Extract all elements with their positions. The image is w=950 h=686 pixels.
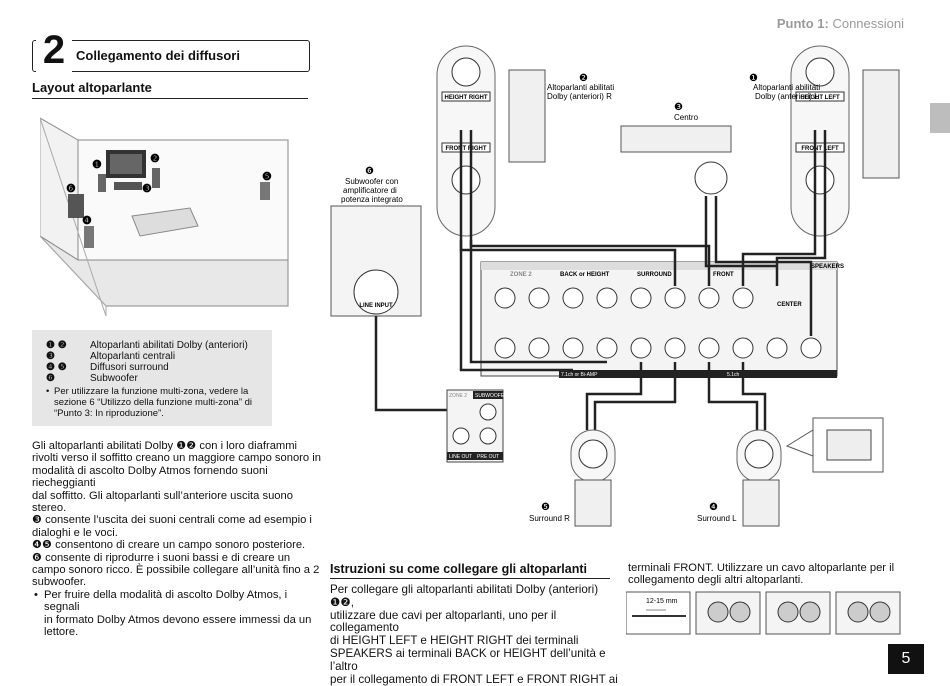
divider	[330, 578, 610, 579]
marker-6: ❻	[365, 166, 374, 177]
label-7-1ch: 7.1ch or Bi-AMP	[561, 372, 598, 378]
legend-note: • Per utilizzare la funzione multi-zona,…	[46, 386, 253, 419]
legend-nums: ❸	[46, 351, 55, 362]
label-6a: Subwoofer con	[345, 177, 398, 186]
label-speakers: SPEAKERS	[811, 264, 844, 270]
page-number: 5	[888, 644, 924, 674]
instructions-col2: terminali FRONT. Utilizzare un cavo alto…	[628, 562, 895, 587]
label-2: Altoparlanti abilitati	[547, 83, 614, 92]
legend-label: Altoparlanti centrali	[90, 351, 176, 362]
header-title: Connessioni	[832, 16, 904, 31]
label-6c: potenza integrato	[341, 195, 403, 204]
label-zone2-sub: ZONE 2	[449, 393, 467, 399]
marker-5: ❺	[541, 502, 550, 513]
legend-box: ❶ ❷ Altoparlanti abilitati Dolby (anteri…	[32, 330, 272, 426]
legend-row: ❸ Altoparlanti centrali	[46, 351, 175, 362]
room-marker-6: ❻	[66, 183, 76, 195]
legend-row: ❶ ❷ Altoparlanti abilitati Dolby (anteri…	[46, 340, 248, 351]
label-subwoofer: SUBWOOFER	[475, 393, 508, 399]
marker-2: ❷	[579, 73, 588, 84]
marker-4: ❹	[709, 502, 718, 513]
label-zone2: ZONE 2	[510, 272, 532, 278]
label-5-1ch: 5.1ch	[727, 372, 739, 378]
wire-steps-illustration: 12-15 mm	[626, 591, 901, 635]
label-1b: Dolby (anteriori) L	[755, 92, 819, 101]
label-surround-l: Surround L	[697, 514, 737, 523]
strip-length: 12-15 mm	[646, 598, 678, 605]
body-text: Gli altoparlanti abilitati Dolby ❶❷ con …	[32, 440, 321, 639]
label-front-right: FRONT RIGHT	[446, 146, 487, 152]
room-marker-2: ❷	[150, 153, 160, 165]
header-step: Punto 1:	[776, 16, 829, 31]
legend-nums: ❻	[46, 373, 55, 384]
label-front-left: FRONT LEFT	[801, 146, 839, 152]
room-marker-5: ❺	[262, 171, 272, 183]
legend-label: Diffusori surround	[90, 362, 169, 373]
label-back-height: BACK or HEIGHT	[560, 272, 610, 278]
label-1: Altoparlanti abilitati	[753, 83, 820, 92]
divider	[32, 98, 308, 99]
page-header: Punto 1: Connessioni	[777, 16, 904, 31]
label-center: CENTER	[777, 302, 802, 308]
instructions-col1: Per collegare gli altoparlanti abilitati…	[330, 583, 618, 686]
label-line-input: LINE INPUT	[359, 303, 393, 309]
label-6b: amplificatore di	[343, 186, 397, 195]
layout-heading: Layout altoparlante	[32, 80, 152, 95]
marker-1: ❶	[749, 73, 758, 84]
marker-3: ❸	[674, 102, 683, 113]
room-illustration: ❶ ❷ ❸ ❹ ❺ ❻	[40, 117, 289, 316]
label-3: Centro	[674, 113, 699, 122]
section-box	[32, 40, 310, 72]
label-surround-r: Surround R	[529, 514, 570, 523]
label-front: FRONT	[713, 272, 734, 278]
section-number: 2	[36, 28, 72, 72]
label-pre-out: PRE OUT	[477, 454, 499, 460]
legend-label: Altoparlanti abilitati Dolby (anteriori)	[90, 340, 248, 351]
label-line-out: LINE OUT	[449, 454, 472, 460]
instructions-heading: Istruzioni su come collegare gli altopar…	[330, 562, 588, 576]
side-tab	[930, 103, 950, 133]
room-marker-4: ❹	[82, 215, 92, 227]
legend-row: ❹ ❺ Diffusori surround	[46, 362, 169, 373]
label-height-left: HEIGHT LEFT	[800, 95, 840, 101]
room-marker-3: ❸	[142, 183, 152, 195]
label-height-right: HEIGHT RIGHT	[445, 95, 488, 101]
label-2b: Dolby (anteriori) R	[547, 92, 612, 101]
legend-row: ❻ Subwoofer	[46, 373, 138, 384]
section-title: Collegamento dei diffusori	[76, 48, 240, 63]
label-surround: SURROUND	[637, 272, 672, 278]
connection-diagram: HEIGHT RIGHT FRONT RIGHT HEIGHT LEFT FRO…	[330, 45, 900, 527]
legend-label: Subwoofer	[90, 373, 138, 384]
room-marker-1: ❶	[92, 159, 102, 171]
legend-nums: ❶ ❷	[46, 340, 67, 351]
legend-nums: ❹ ❺	[46, 362, 67, 373]
